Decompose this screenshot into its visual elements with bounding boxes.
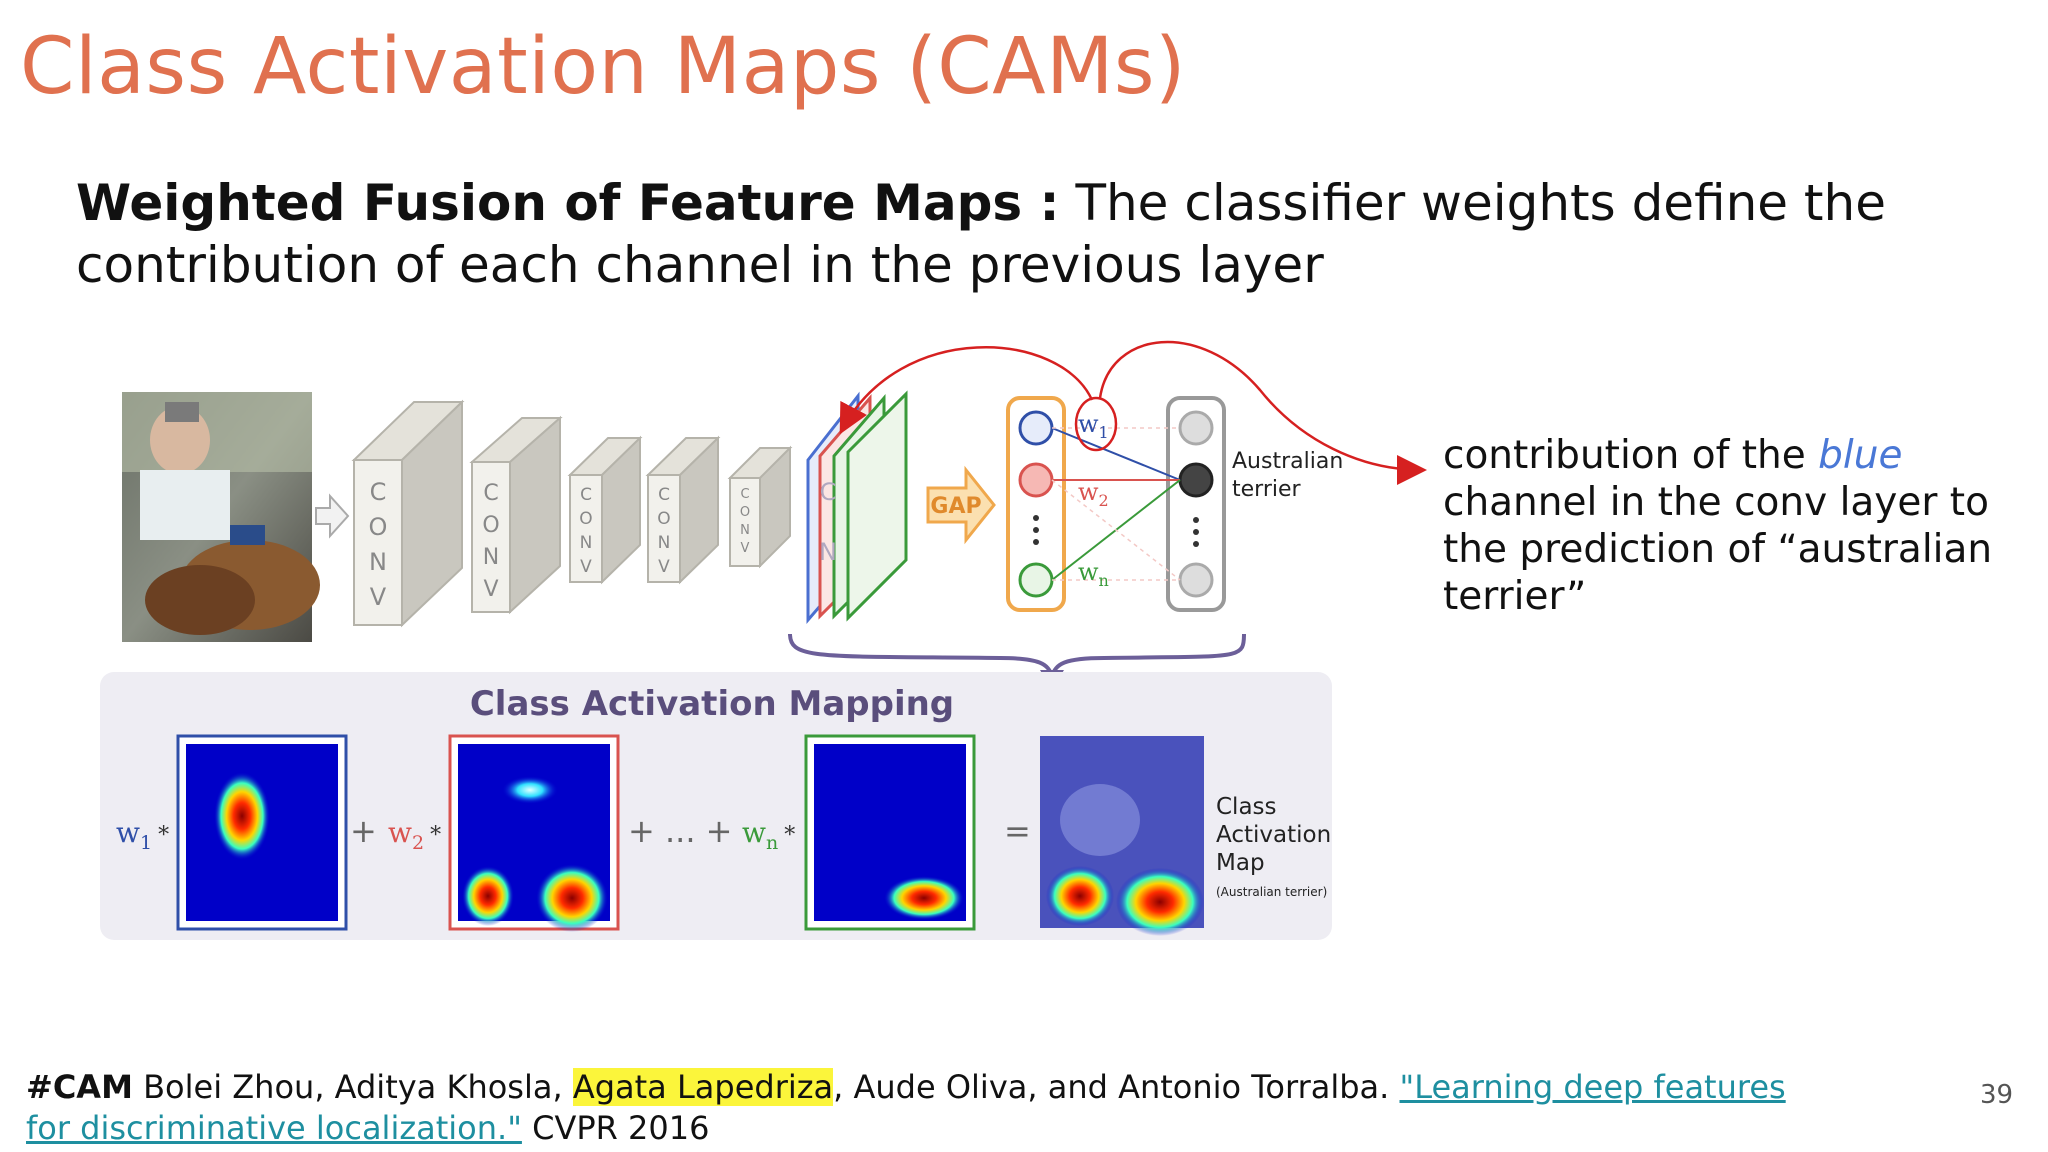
subtitle-rest: The classifier weights define the contri…	[76, 174, 1886, 294]
conv-letter: O	[740, 505, 750, 520]
conv-letter: C	[370, 478, 387, 506]
output-label-line3: Map	[1216, 850, 1265, 876]
eq-equals: =	[1004, 812, 1031, 850]
w1-highlight-circle	[1074, 396, 1118, 452]
red-arrow-to-conv	[839, 346, 1094, 435]
citation-paper-link[interactable]: "Learning deep features for discriminati…	[26, 1068, 1786, 1147]
citation-highlighted-author: Agata Lapedriza	[572, 1068, 834, 1106]
conv-block-4: C O N V	[645, 435, 721, 585]
citation-tag: #CAM	[26, 1068, 133, 1106]
conv-letter: N	[369, 548, 387, 576]
conv-letter: N	[740, 523, 750, 538]
gap-arrow: GAP	[926, 465, 996, 545]
conv-letter: N	[483, 545, 499, 570]
side-note-before: contribution of the	[1443, 433, 1819, 478]
conv-letter: N	[819, 538, 837, 566]
conv-letter: V	[658, 557, 670, 577]
feature-map-2	[448, 734, 620, 932]
conv-letter: N	[658, 533, 671, 553]
conv-letter: O	[482, 513, 499, 538]
conv-letter: V	[370, 583, 387, 611]
conv-letter: O	[657, 509, 670, 529]
red-node	[1018, 462, 1054, 498]
eq-wn: wn*	[742, 816, 795, 854]
output-label-line2: Activation	[1216, 822, 1331, 848]
conv-letter: C	[820, 478, 837, 506]
australian-terrier-node	[1178, 462, 1214, 498]
feature-map-1	[176, 734, 348, 931]
red-arrow-to-note	[1098, 340, 1427, 485]
weight-w2: w2	[1078, 478, 1109, 510]
feature-map-n	[804, 734, 976, 931]
eq-w2: w2*	[388, 816, 441, 854]
eq-w1: w1*	[116, 816, 169, 854]
conv-block-3: C O N V	[567, 435, 643, 585]
conv-letter: V	[580, 557, 592, 577]
conv-letter: V	[741, 541, 750, 556]
weight-wn: wn	[1078, 558, 1109, 590]
side-note-highlight: blue	[1818, 433, 1903, 478]
mapping-title: Class Activation Mapping	[470, 684, 954, 724]
conv-letter: C	[740, 487, 749, 502]
class-label-line1: Australian	[1232, 449, 1343, 474]
conv-letter: C	[483, 481, 498, 506]
conv-block-2: C O N V	[469, 415, 563, 615]
conv-letter: O	[579, 509, 592, 529]
page-number: 39	[1980, 1080, 2014, 1110]
input-photo	[122, 392, 320, 642]
slide-title: Class Activation Maps (CAMs)	[20, 22, 1186, 112]
conv-letter: O	[369, 513, 388, 541]
conv-letter: C	[658, 485, 670, 505]
gap-label: GAP	[930, 494, 981, 519]
side-note-after: channel in the conv layer to the predict…	[1443, 480, 1993, 619]
weight-w1: w1	[1078, 410, 1109, 442]
blue-node	[1018, 410, 1054, 446]
citation-authors-b: , Aude Oliva, and Antonio Torralba.	[833, 1068, 1400, 1106]
eq-dots: + ... +	[628, 812, 732, 850]
conv-block-5: C O N V	[727, 445, 793, 569]
weight-connections	[1051, 427, 1181, 581]
output-sublabel: (Australian terrier)	[1216, 885, 1327, 899]
output-label-line1: Class	[1216, 794, 1277, 820]
last-conv-layer: C N	[806, 390, 908, 625]
curly-brace	[788, 633, 1246, 683]
class-activation-map-output	[1040, 736, 1204, 936]
class-activation-mapping-panel	[100, 672, 1332, 940]
conv-letter: V	[483, 577, 498, 602]
citation-footer: #CAM Bolei Zhou, Aditya Khosla, Agata La…	[26, 1067, 1806, 1149]
output-node-column	[1166, 396, 1226, 612]
conv-letter: C	[580, 485, 592, 505]
slide-subtitle: Weighted Fusion of Feature Maps : The cl…	[76, 172, 2026, 296]
green-node	[1018, 562, 1054, 598]
citation-venue: CVPR 2016	[521, 1109, 710, 1147]
conv-block-1: C O N V	[351, 399, 465, 628]
gap-node-column	[1006, 396, 1066, 612]
input-arrow	[315, 493, 350, 539]
eq-plus-1: +	[350, 812, 377, 850]
subtitle-bold: Weighted Fusion of Feature Maps :	[76, 174, 1060, 232]
side-note: contribution of the blue channel in the …	[1443, 432, 2003, 620]
conv-letter: N	[580, 533, 593, 553]
citation-authors-a: Bolei Zhou, Aditya Khosla,	[132, 1068, 573, 1106]
class-label-line2: terrier	[1232, 477, 1302, 502]
